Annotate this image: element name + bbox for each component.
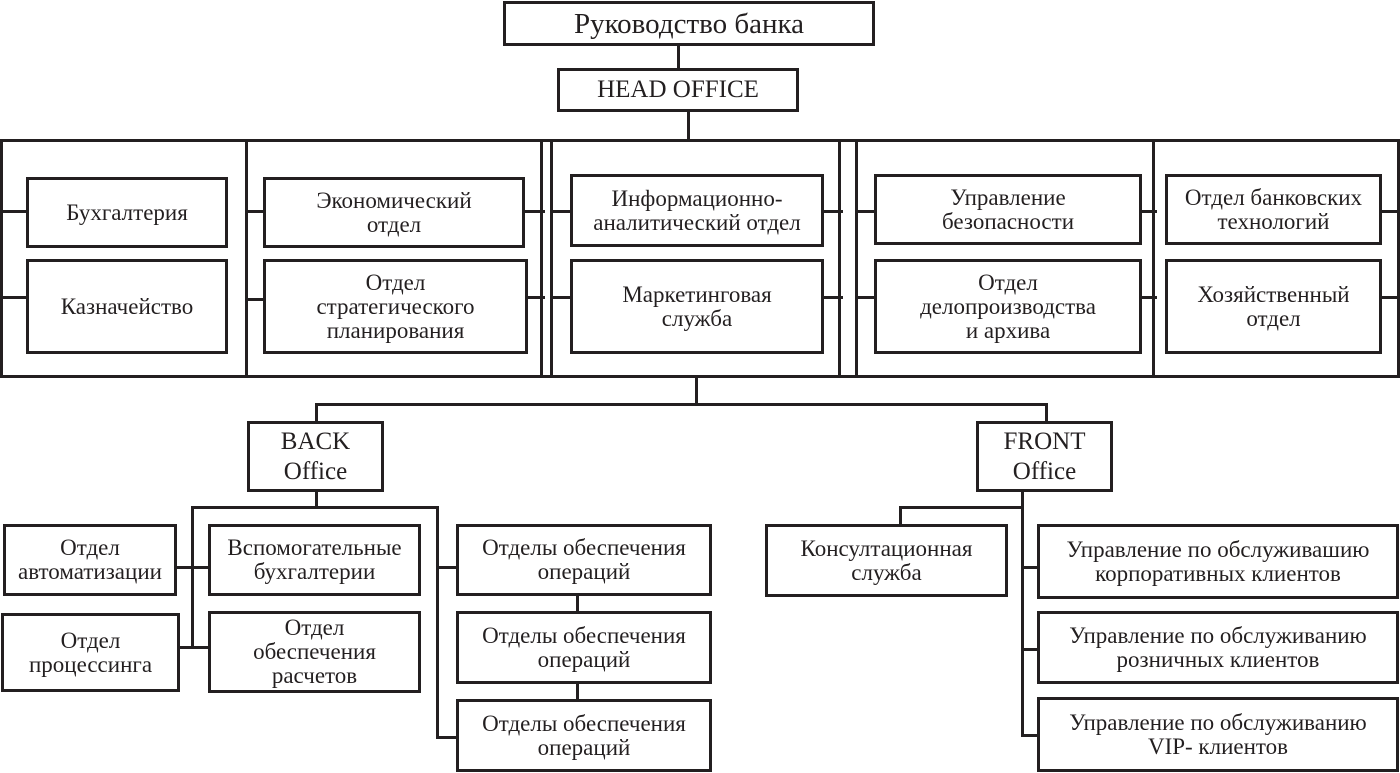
connector <box>191 506 439 509</box>
security-box: Управление безопасности <box>874 174 1142 245</box>
management-box: Руководство банка <box>503 1 875 46</box>
connector <box>1380 296 1400 299</box>
settlements-box: Отдел обеспечения расчетов <box>208 611 421 693</box>
operations-box-2: Отделы обеспечения операций <box>456 611 712 684</box>
connector <box>1021 734 1039 737</box>
corporate-clients-box: Управление по обслуживашию корпоративных… <box>1037 524 1399 599</box>
connector <box>315 490 318 508</box>
consulting-box: Консултационная служба <box>765 524 1008 597</box>
connector <box>550 296 572 299</box>
economic-dept-box: Экономический отдел <box>263 177 525 248</box>
front-office-box: FRONT Office <box>976 421 1113 492</box>
connector <box>1021 490 1024 737</box>
connector <box>523 210 545 213</box>
operations-box-1: Отделы обеспечения операций <box>456 524 712 596</box>
vip-clients-box: Управление по обслуживанию VIP- клиентов <box>1037 697 1399 772</box>
maintenance-box: Хозяйственный отдел <box>1165 259 1382 354</box>
connector <box>0 210 28 213</box>
connector <box>1045 403 1048 423</box>
strategic-planning-box: Отдел стратегического планирования <box>263 259 528 354</box>
head-office-box: HEAD OFFICE <box>557 68 799 112</box>
records-archive-box: Отдел делопроизводства и архива <box>874 259 1142 354</box>
department-group-frame-3 <box>550 139 841 378</box>
connector <box>436 506 439 739</box>
connector <box>0 296 28 299</box>
connector <box>245 210 265 213</box>
bank-tech-box: Отдел банковских технологий <box>1165 174 1382 245</box>
connector <box>576 594 579 613</box>
connector <box>436 566 458 569</box>
connector <box>855 296 876 299</box>
connector <box>245 298 265 301</box>
connector <box>822 210 843 213</box>
automation-box: Отдел автоматизации <box>3 524 177 596</box>
aux-accounting-box: Вспомогательные бухгалтерии <box>208 524 421 596</box>
connector <box>822 296 843 299</box>
connector <box>899 506 902 526</box>
connector <box>576 682 579 701</box>
connector <box>315 403 318 423</box>
connector <box>677 44 680 70</box>
connector <box>178 646 210 649</box>
connector <box>1140 296 1157 299</box>
retail-clients-box: Управление по обслуживанию розничных кли… <box>1037 611 1399 684</box>
back-office-box: BACK Office <box>247 421 384 492</box>
connector <box>191 506 194 647</box>
treasury-box: Казначейство <box>26 259 228 354</box>
connector <box>1021 566 1039 569</box>
connector <box>695 376 698 406</box>
connector <box>1380 210 1400 213</box>
connector <box>899 506 1024 509</box>
operations-box-3: Отделы обеспечения операций <box>456 699 712 772</box>
department-group-frame-2 <box>245 139 543 378</box>
connector <box>175 566 210 569</box>
marketing-box: Маркетинговая служба <box>570 259 824 354</box>
connector <box>315 403 1048 406</box>
connector <box>687 110 690 141</box>
connector <box>1021 648 1039 651</box>
department-band-frame <box>0 139 1400 378</box>
accounting-box: Бухгалтерия <box>26 177 228 248</box>
processing-box: Отдел процессинга <box>1 613 180 692</box>
department-group-frame-4 <box>855 139 1155 378</box>
info-analytics-box: Информационно- аналитический отдел <box>570 174 824 247</box>
connector <box>855 210 876 213</box>
connector <box>1140 210 1157 213</box>
connector <box>436 736 458 739</box>
connector <box>550 210 572 213</box>
connector <box>526 296 545 299</box>
